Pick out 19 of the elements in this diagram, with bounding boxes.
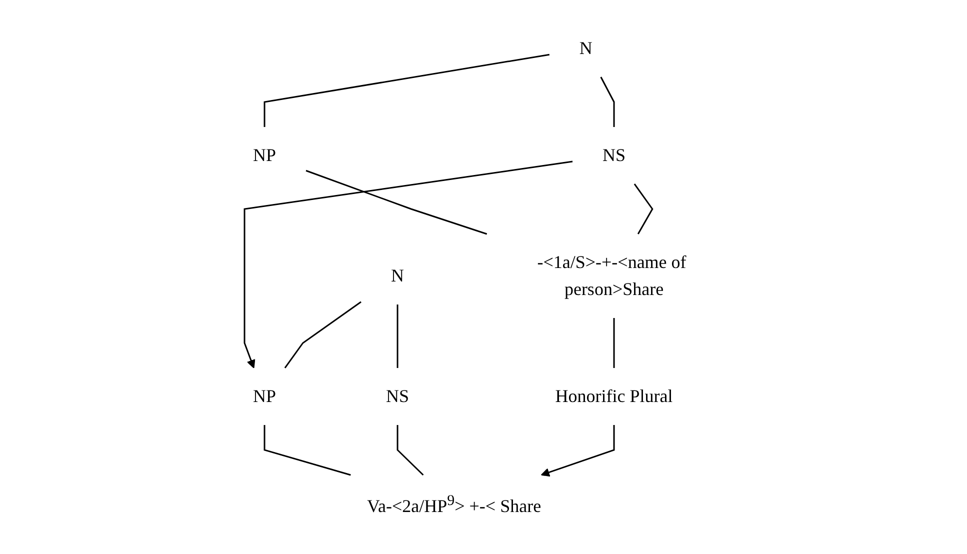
node-text: NS: [602, 144, 626, 164]
node-text: N: [579, 38, 592, 58]
node-text: NS: [386, 385, 410, 406]
arrow: [244, 160, 573, 368]
connector: [264, 424, 351, 476]
node-text: NP: [252, 144, 276, 164]
connector: [284, 300, 362, 368]
node-text: Honorific Plural: [555, 385, 673, 406]
connector: [306, 169, 488, 234]
connector: [396, 304, 398, 368]
arrow: [540, 424, 615, 476]
node-text: N: [391, 264, 404, 285]
connector: [264, 53, 550, 126]
node-text: NP: [252, 385, 276, 406]
connector: [396, 424, 424, 476]
node-text: Va-<2a/HP$^{9}$> +-< Share: [366, 492, 542, 516]
connector: [600, 76, 615, 126]
node-text: -<1a/S>-+-<name of person>Share: [537, 251, 686, 298]
connector: [613, 318, 615, 368]
